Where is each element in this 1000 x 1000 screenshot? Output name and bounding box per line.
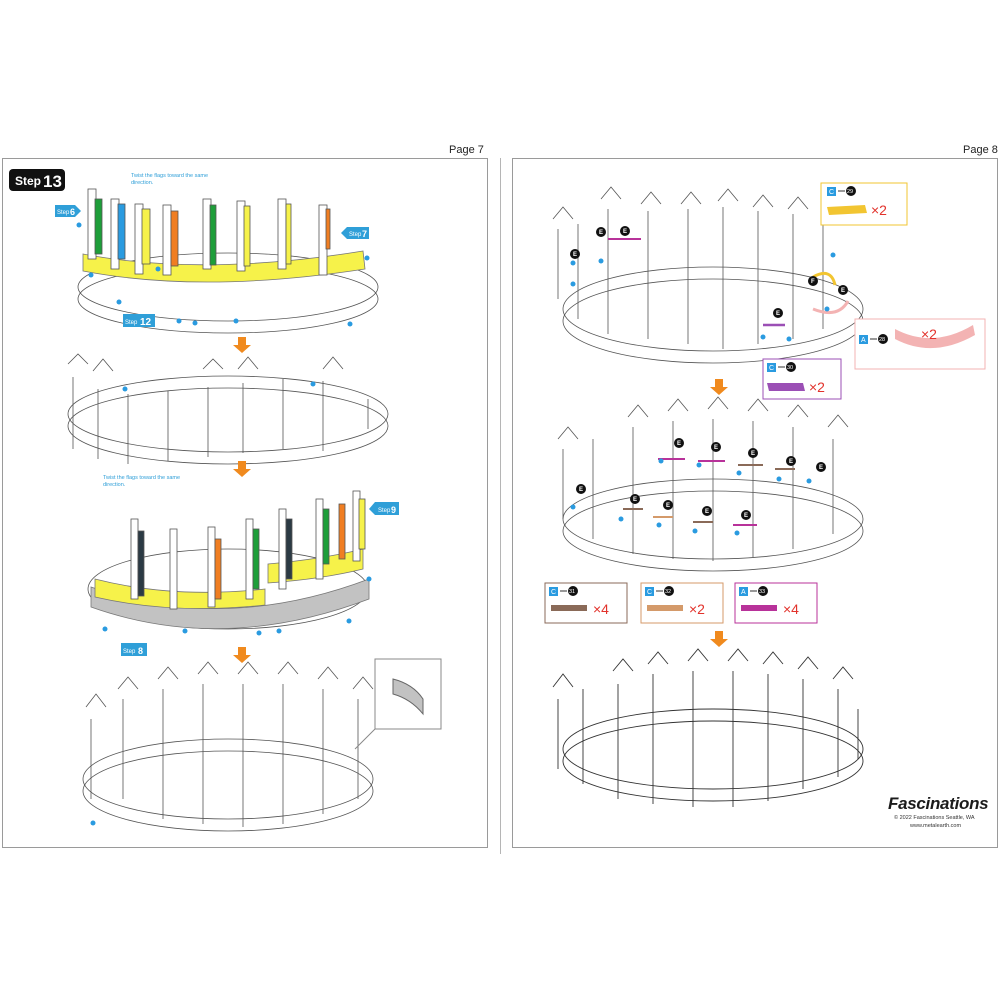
part-shape-icon [741,605,777,611]
tag-step-12: Step 12 [123,314,155,328]
instruction-page-right: E E E F E E C 29 ×2 A 28 ×2 C 30 ×2 [512,158,998,848]
svg-text:A: A [861,337,866,344]
dots-view-5 [570,252,836,342]
svg-text:A: A [741,589,746,596]
svg-text:F: F [811,279,815,285]
svg-text:33: 33 [759,589,765,595]
svg-text:E: E [751,451,755,457]
svg-text:×4: ×4 [783,601,799,617]
svg-text:30: 30 [787,365,793,371]
svg-text:C: C [769,365,774,372]
part-callout-30: C 30 ×2 [762,358,842,400]
part-callout-32: C 32 ×2 [640,582,724,624]
svg-text:×2: ×2 [809,379,825,395]
part-shape-icon [767,383,805,391]
svg-text:9: 9 [391,505,396,515]
svg-text:E: E [573,252,577,258]
step-13-badge: Step 13 [9,169,65,191]
arrow-down-icon [233,461,251,477]
part-callout-31: C 31 ×4 [544,582,628,624]
svg-text:Step: Step [378,508,391,514]
svg-text:×2: ×2 [689,601,705,617]
model-view-3 [87,490,370,630]
arrow-down-icon [233,647,251,663]
svg-text:7: 7 [362,229,367,239]
tag-step-8: Step 8 [121,643,147,656]
model-view-7 [552,648,864,807]
callout-badges-view-5: E E E F E E [570,226,848,318]
tag-step-7: Step 7 [341,227,369,239]
arrow-down-icon [710,379,728,395]
svg-text:×4: ×4 [593,601,609,617]
part-shape-icon [895,325,975,349]
brand-copyright: © 2022 Fascinations Seattle, WA [894,815,975,821]
tag-step-9: Step 9 [369,502,399,515]
svg-text:12: 12 [140,317,152,328]
model-view-4 [82,661,374,832]
svg-text:28: 28 [879,337,885,343]
dot-view-4 [90,820,96,826]
detail-inset [354,658,442,750]
svg-text:Step: Step [349,232,362,238]
svg-text:8: 8 [138,646,143,656]
tag-step-6: Step 6 [55,205,81,217]
page8-illustration: E E E F E E C 29 ×2 A 28 ×2 C 30 ×2 [544,182,986,807]
model-view-5 [552,186,864,364]
svg-text:Step: Step [123,649,136,655]
svg-text:Step: Step [57,210,70,216]
svg-text:×2: ×2 [871,202,887,218]
dots-view-6 [570,458,812,536]
svg-text:E: E [705,509,709,515]
page7-illustration: Step 13 Twist the flags toward the same … [9,169,442,832]
svg-text:E: E [776,311,780,317]
brand-logo: Fascinations [888,794,989,813]
part-shape-icon [647,605,683,611]
svg-text:C: C [647,589,652,596]
part-callout-28: A 28 ×2 [854,318,986,370]
step-badge-word: Step [15,174,41,188]
svg-text:29: 29 [847,189,853,195]
svg-text:E: E [633,497,637,503]
model-view-2 [67,353,389,465]
svg-text:E: E [579,487,583,493]
part-callout-33: A 33 ×4 [734,582,818,624]
callout-badges-view-6: E E E E E E E E E E [576,438,826,520]
svg-text:Step: Step [125,320,138,326]
svg-text:E: E [677,441,681,447]
svg-text:E: E [819,465,823,471]
svg-text:E: E [841,288,845,294]
model-view-1 [77,188,379,334]
part-callout-29: C 29 ×2 [820,182,908,226]
dots-view-2 [122,381,316,392]
step-badge-number: 13 [43,172,62,191]
dots-view-3 [102,576,372,636]
svg-text:E: E [744,513,748,519]
arrow-down-icon [233,337,251,353]
instruction-page-left: Step 13 Twist the flags toward the same … [2,158,488,848]
part-shape-icon [551,605,587,611]
svg-text:C: C [829,189,834,196]
page-label-right: Page 8 [963,144,998,156]
twist-note-1: Twist the flags toward the same directio… [131,173,208,186]
svg-text:E: E [789,459,793,465]
svg-text:C: C [551,589,556,596]
svg-text:E: E [623,229,627,235]
dots-view-1 [76,222,370,327]
svg-text:32: 32 [665,589,671,595]
part-shape-icon [827,205,867,215]
svg-text:E: E [666,503,670,509]
model-view-6 [557,396,864,572]
page-divider [500,158,501,854]
svg-text:E: E [599,230,603,236]
arrow-down-icon [710,631,728,647]
svg-text:E: E [714,445,718,451]
svg-text:6: 6 [70,207,75,217]
svg-text:31: 31 [569,589,575,595]
twist-note-2: Twist the flags toward the same directio… [103,475,180,488]
brand-website: www.metalearth.com [910,823,962,829]
svg-text:×2: ×2 [921,326,937,342]
page-label-left: Page 7 [449,144,484,156]
